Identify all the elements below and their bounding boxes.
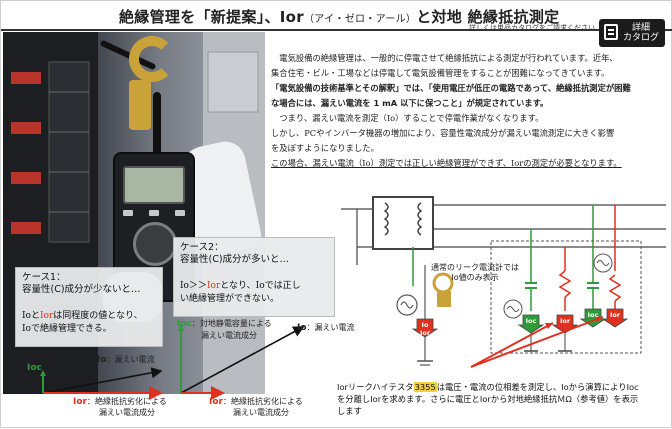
body-line-6: しかし、PCやインバータ機器の増加により、容量性電流成分が漏えい電流測定に大きく… [271,128,615,138]
case-1-subtitle: 容量性(C)成分が少ないと… [22,284,141,295]
circuit-diagram [341,196,666,368]
device-button [149,210,159,216]
vector-2-ioc-desc: 漏えい電流成分 [201,331,257,340]
vector-2-io-arrow [180,326,305,394]
body-line-3: 「電気設備の技術基準とその解釈」では、「使用電圧が低圧の電路であって、絶縁抵抗測… [271,83,631,93]
vector-2-ior-label: Ior：絶縁抵抗劣化による [209,397,303,407]
explanation-text: 電気設備の絶縁管理は、一般的に停電させて絶縁抵抗による測定が行われています。近年… [271,51,667,171]
clamp-cable [153,92,161,162]
case-1-text-line-1: IoとIorは同程度の値となり、 [22,311,143,321]
tag-ior: Ior [609,311,621,319]
resistor-icon [608,274,622,302]
product-line-3: します [337,406,362,416]
ior-label: Ior [39,311,54,321]
vector-1-io-label: Io：漏えい電流 [97,355,155,365]
device-display [123,166,185,204]
case-2-subtitle: 容量性(C)成分が多いと… [180,254,290,265]
case-2-text-line-2: い絶縁管理ができない。 [180,294,280,304]
title-part-a: 絶縁管理を「新提案」、Ior [119,8,304,26]
detail-label-1: 詳細 [631,23,650,33]
body-line-5: つまり、漏えい電流を測定（Io）することで停電作業がなくなります。 [271,113,544,123]
vector-2-ior-desc: 漏えい電流成分 [233,408,289,417]
clamp-sensor [129,36,175,82]
tag-ior: Ior [559,317,571,325]
title-reading: （アイ・ゼロ・アール） [304,14,417,25]
case-2-box: ケース2： 容量性(C)成分が多いと… Io＞＞Iorとなり、Ioでは正し い絶… [173,237,335,317]
tag-ior: Ior [419,329,431,337]
vector-1-io-arrow [42,367,163,394]
tag-io: Io [421,321,429,329]
body-line-2: 集合住宅・ビル・工場などは停電して電気設備管理をすることが困難になってきています… [271,68,610,78]
tag-ioc: Ioc [587,311,599,319]
body-line-1: 電気設備の絶縁管理は、一般的に停電させて絶縁抵抗による測定が行われています。近年… [271,53,618,63]
case-2-title: ケース2： [180,242,224,253]
detail-catalog-button[interactable]: 詳細 カタログ [599,19,665,47]
vector-1-ior-desc: 漏えい電流成分 [99,408,155,417]
resistor-icon [558,270,572,298]
model-number: 3355 [413,382,437,392]
page-title: 絶縁管理を「新提案」、Ior（アイ・ゼロ・アール）と対地 絶縁抵抗測定 [119,6,559,27]
tag-ioc: Ioc [525,317,537,325]
body-line-7: を及ぼすようになりました。 [271,143,379,153]
product-description: Iorリークハイテスタ3355は電圧・電流の位相差を測定し、Ioから演算によりI… [337,381,671,417]
body-line-4: な場合には、漏えい電流を 1 mA 以下に保つこと」が規定されています。 [271,98,549,108]
leak-meter-note: 通常のリーク電流計では Io値のみ表示 [431,263,519,282]
vector-2-ioc-label: Ioc：対地静電容量による [177,319,272,329]
body-line-8: この場合、漏えい電流（Io）測定では正しい絶縁管理ができず、Iorの測定が必要と… [271,158,622,168]
device-button [123,210,133,216]
product-line-1: Iorリークハイテスタ3355は電圧・電流の位相差を測定し、Ioから演算によりI… [337,382,639,392]
case-1-title: ケース1： [22,272,66,283]
device-button [175,210,185,216]
product-line-2: を分離しIorを求めます。さらに電圧とIorから対地絶縁抵抗ＭΩ（参考値）を表示 [337,394,639,404]
transformer-icon [372,196,434,250]
case-1-text-line-2: Ioで絶縁管理できる。 [22,324,112,334]
ior-label: Ior [206,281,221,291]
case-2-text-line-1: Io＞＞Iorとなり、Ioでは正し [180,281,301,291]
clamp-handle [129,80,151,130]
page-header: 絶縁管理を「新提案」、Ior（アイ・ゼロ・アール）と対地 絶縁抵抗測定 [1,1,672,31]
vector-1-ioc-label: Ioc [27,363,42,373]
detail-catalog-note: 詳しくは単品カタログをご請求ください [469,24,595,32]
vector-1-ior-label: Ior：絶縁抵抗劣化による [73,397,167,407]
case-1-box: ケース1： 容量性(C)成分が少ないと… IoとIorは同程度の値となり、 Io… [15,267,163,347]
vector-2-io-label: Io：漏えい電流 [297,323,355,333]
document-icon [604,24,618,40]
title-part-b: と対地 絶縁抵抗測定 [416,8,560,26]
detail-label-2: カタログ [622,33,659,43]
